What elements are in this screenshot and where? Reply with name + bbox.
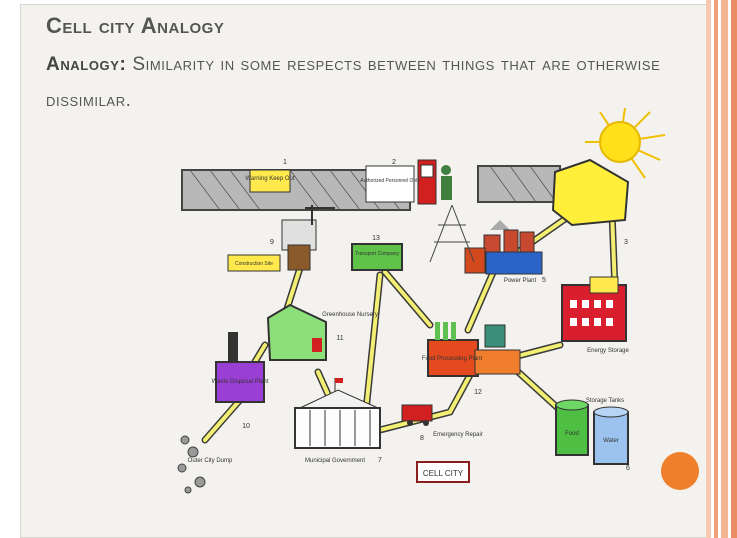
marker-8: 8: [420, 435, 424, 442]
municipal-government: [294, 378, 381, 449]
marker-2: 2: [392, 159, 396, 166]
warning-sign: [249, 169, 291, 193]
marker-11: 11: [336, 335, 343, 342]
transport-company-label: Transport Company: [355, 251, 399, 257]
accent-dot: [661, 452, 699, 490]
cell-city-badge-label: CELL CITY: [423, 469, 464, 478]
marker-9: 9: [270, 239, 274, 246]
solar-collector-building: [551, 158, 630, 227]
greenhouse: [266, 303, 327, 361]
marker-6: 6: [626, 465, 630, 472]
authorized-sign-label: Authorized Personnel Only: [360, 178, 420, 184]
analogy-term: Analogy:: [46, 54, 127, 75]
energy-storage: [561, 276, 627, 342]
waste-disposal-plant: [215, 332, 265, 403]
construction-sign-label: Construction Site: [235, 261, 273, 267]
marker-13: 13: [372, 235, 380, 242]
analogy-definition: Analogy: Similarity in some respects bet…: [46, 47, 666, 119]
power-plant-label: Power Plant: [504, 278, 537, 284]
storage-tanks-label: Storage Tanks: [586, 398, 624, 404]
city-dump: [177, 435, 206, 494]
food-processing-label: Food Processing Plant: [422, 356, 483, 362]
marker-7: 7: [378, 457, 382, 464]
marker-5: 5: [542, 277, 546, 284]
marker-3: 3: [624, 239, 628, 246]
construction-sign: [227, 254, 281, 272]
number-markers: 1 2 3 5 6 7 8 9 10 11 12 13: [242, 159, 630, 472]
transport-company: [351, 243, 403, 271]
definition-text: Similarity in some respects between thin…: [46, 54, 661, 111]
tank-water-label: Water: [603, 438, 619, 444]
food-processing-plant: [427, 322, 521, 377]
waste-disposal-label: Waste Disposal Plant: [212, 379, 269, 385]
construction-site: [281, 205, 335, 271]
slide-title: Cell city Analogy: [46, 13, 225, 38]
emergency-repair-truck: [401, 404, 433, 426]
emergency-label: Emergency Repair: [433, 432, 483, 438]
greenhouse-label: Greenhouse Nursery: [322, 312, 378, 318]
cell-city-badge: [416, 461, 470, 483]
power-tower: [429, 204, 475, 263]
warning-sign-label: Warning Keep Out: [245, 176, 294, 182]
government-label: Municipal Government: [305, 458, 365, 464]
dump-label: Outer City Dump: [188, 458, 233, 464]
sun-icon: [585, 107, 666, 179]
decorative-side-stripes: [706, 0, 737, 538]
marker-1: 1: [283, 159, 287, 166]
tank-food-label: Food: [565, 431, 579, 437]
power-plant: [464, 220, 543, 275]
energy-storage-label: Energy Storage: [587, 348, 629, 354]
marker-10: 10: [242, 423, 250, 430]
storage-tanks: [555, 399, 629, 465]
authorized-sign: [365, 165, 415, 203]
marker-12: 12: [474, 389, 482, 396]
